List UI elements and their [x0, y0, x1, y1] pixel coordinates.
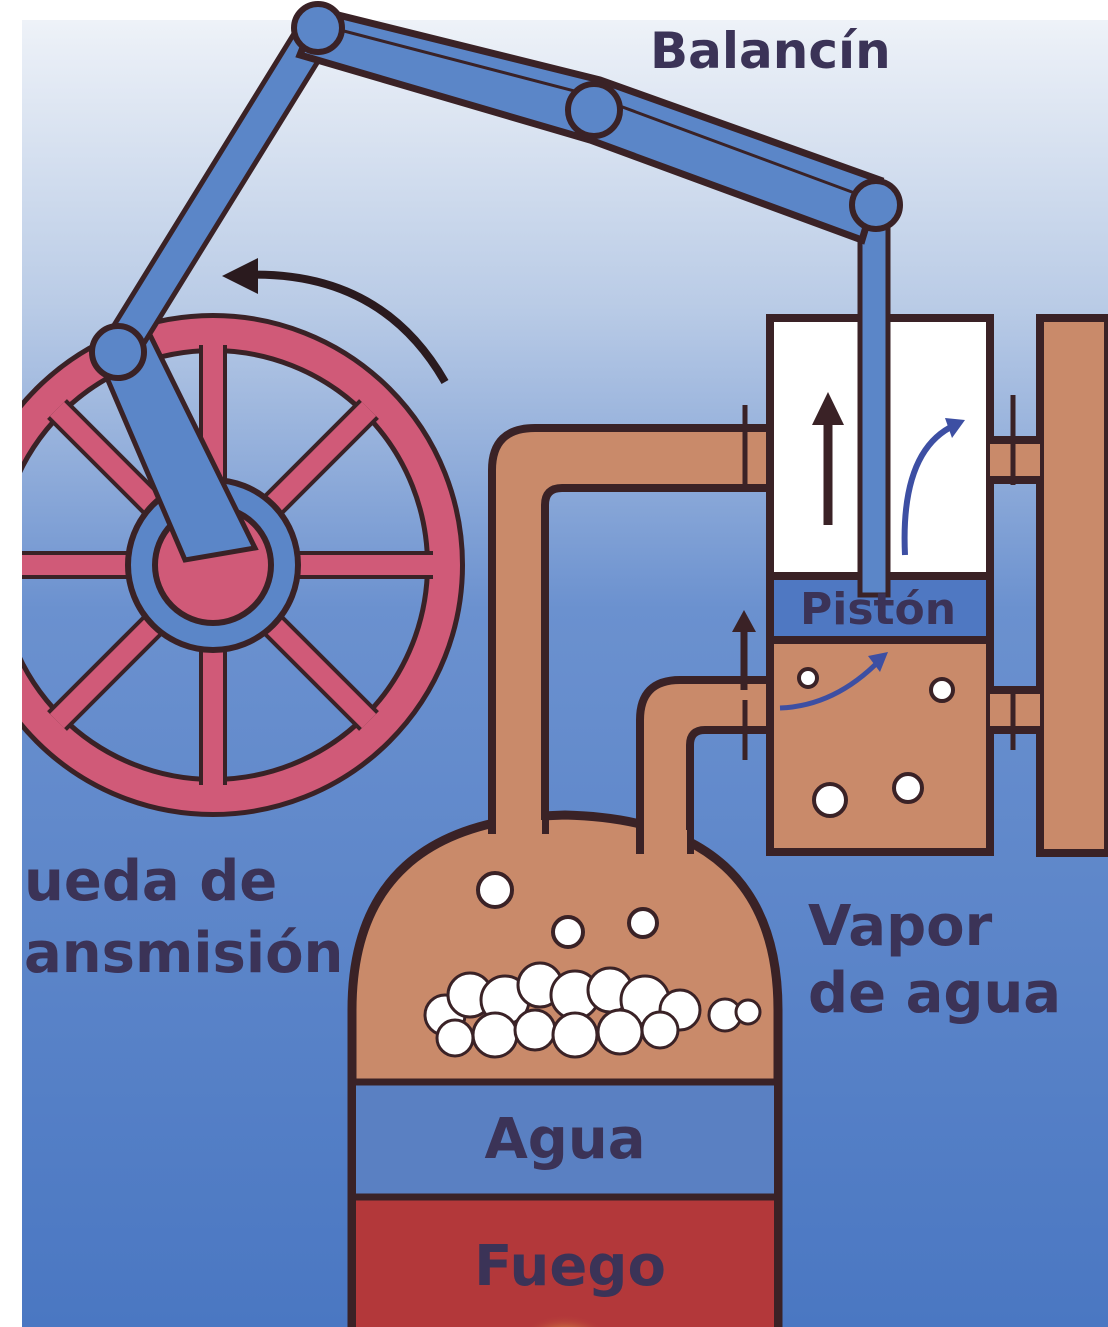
label-steam-line2: de agua: [808, 961, 1061, 1026]
pivot-joints: [89, 1, 903, 381]
boiler: [347, 693, 783, 1327]
label-wheel-line1: ueda de: [24, 849, 277, 914]
steam-cloud: [423, 961, 762, 1059]
flame-glow: [525, 1294, 605, 1327]
water-layer: [356, 1082, 774, 1197]
label-steam-line1: Vapor: [808, 894, 993, 959]
valves: [742, 395, 1016, 760]
label-water: Agua: [484, 1107, 645, 1172]
label-rocker: Balancín: [650, 22, 891, 80]
label-fire: Fuego: [474, 1234, 666, 1299]
rotation-arrow: [239, 270, 449, 384]
piston-rod: [857, 212, 891, 598]
flywheel: [0, 313, 465, 817]
connecting-rod: [98, 8, 338, 372]
label-wheel-line2: ansmisión: [24, 921, 343, 986]
steam-flow-arrow: [901, 422, 957, 556]
label-piston: Pistón: [800, 584, 956, 635]
